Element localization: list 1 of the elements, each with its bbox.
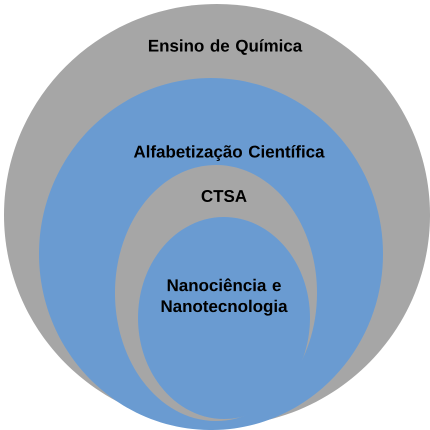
ellipse-region: Nanociência e Nanotecnologia xyxy=(138,217,310,419)
